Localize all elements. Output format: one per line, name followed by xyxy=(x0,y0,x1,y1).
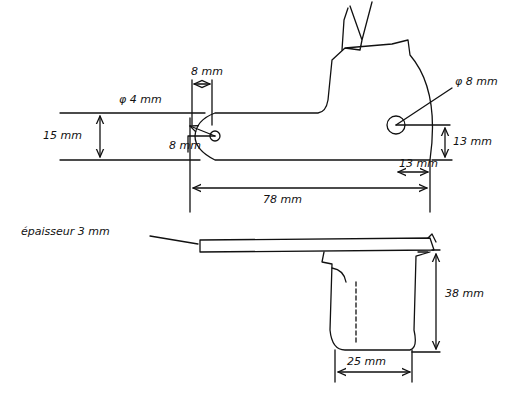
dimension-text: 25 mm xyxy=(346,356,387,368)
dimension-text: 13 mm xyxy=(452,136,493,148)
diameter-text: φ 8 mm xyxy=(454,76,499,88)
note-text: épaisseur 3 mm xyxy=(20,226,111,238)
dimension-text: 78 mm xyxy=(262,194,303,206)
dimension-text: 38 mm xyxy=(444,288,485,300)
dimension-text: 8 mm xyxy=(168,140,202,152)
dimension-text: 13 mm xyxy=(398,158,439,170)
dimension-text: 15 mm xyxy=(42,130,83,142)
diameter-text: φ 4 mm xyxy=(118,94,163,106)
dimension-text: 8 mm xyxy=(190,66,224,78)
